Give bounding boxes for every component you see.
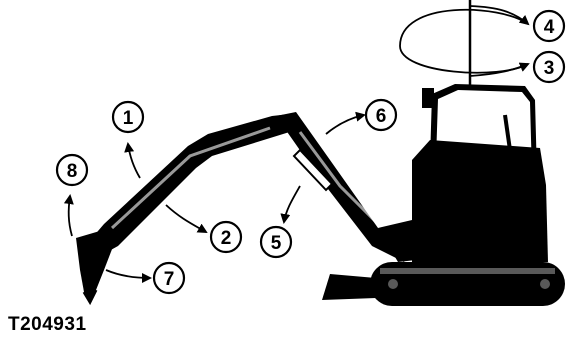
arrow-2	[165, 204, 208, 233]
callout-number-1: 1	[123, 108, 134, 129]
callout-1: 1	[111, 100, 145, 134]
track-undercarriage	[370, 262, 565, 306]
arrow-1	[124, 142, 141, 179]
callout-2: 2	[209, 220, 243, 254]
callout-number-2: 2	[221, 228, 232, 249]
callout-number-7: 7	[164, 269, 175, 290]
arrow-5	[280, 185, 301, 224]
arm	[92, 114, 296, 256]
callout-8: 8	[55, 153, 89, 187]
callout-number-4: 4	[544, 17, 555, 38]
callout-3: 3	[532, 50, 566, 84]
motion-arrows	[63, 111, 366, 283]
callout-number-3: 3	[544, 58, 555, 79]
dozer-blade	[322, 274, 376, 300]
callout-4: 4	[532, 9, 566, 43]
figure-id-label: T204931	[8, 314, 87, 335]
callouts: 1 2 3 4 5 6 7	[55, 9, 566, 295]
arrow-6	[325, 111, 366, 135]
arrow-7	[105, 269, 152, 283]
excavator-illustration	[76, 0, 565, 306]
callout-6: 6	[364, 98, 398, 132]
callout-7: 7	[152, 261, 186, 295]
bucket	[76, 228, 114, 302]
cab	[422, 84, 537, 175]
arrow-8	[63, 194, 74, 237]
callout-number-5: 5	[271, 233, 282, 254]
callout-5: 5	[259, 225, 293, 259]
swing-ellipse	[399, 5, 530, 77]
callout-number-6: 6	[376, 106, 387, 127]
callout-number-8: 8	[67, 161, 78, 182]
